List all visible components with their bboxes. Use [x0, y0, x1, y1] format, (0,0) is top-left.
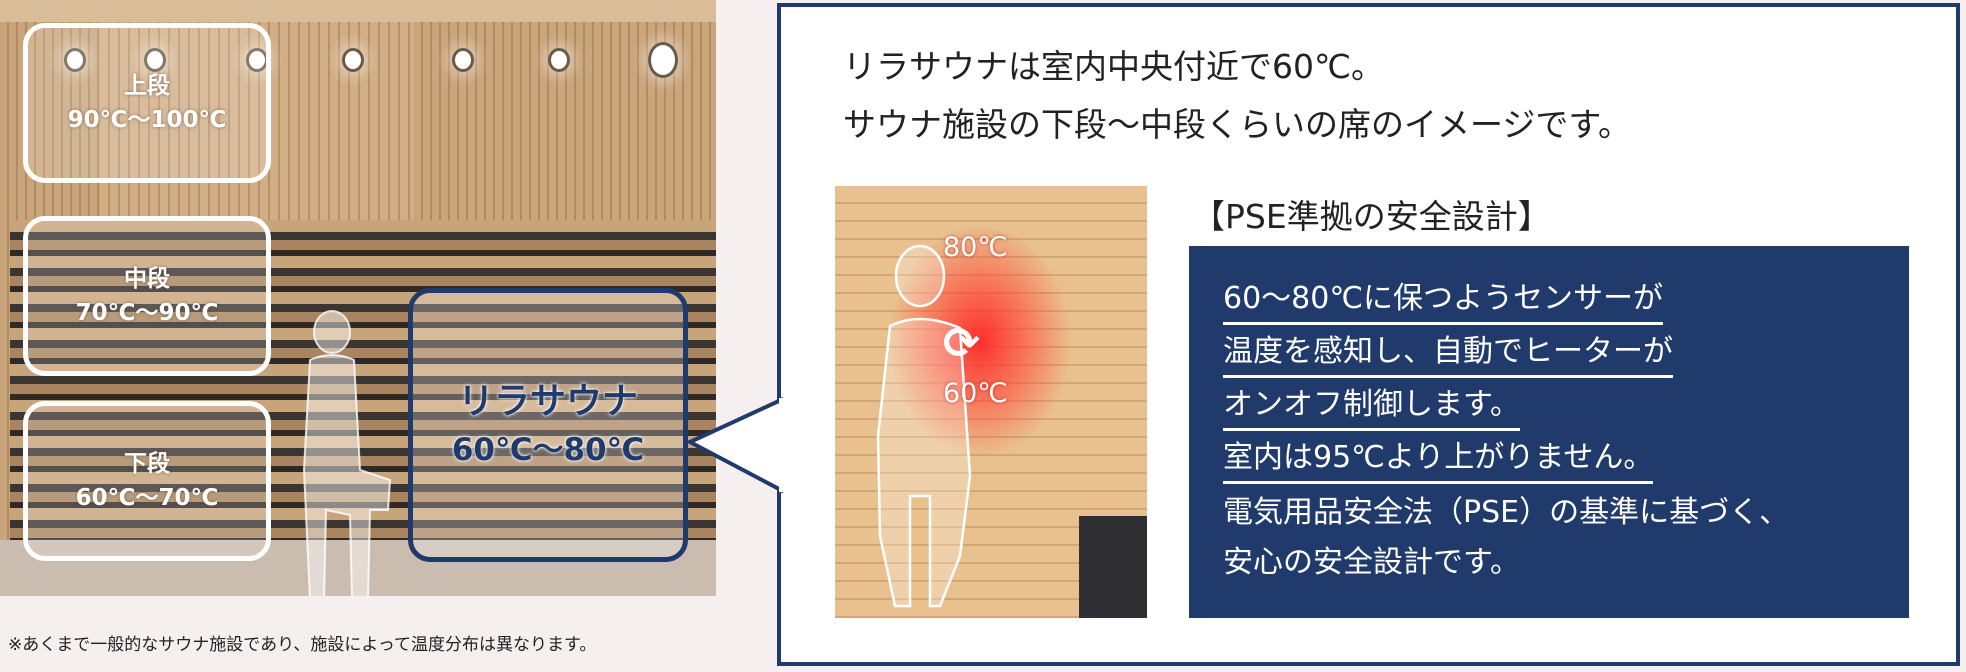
- lamp-icon: [64, 48, 86, 72]
- heater: [1079, 516, 1147, 618]
- seated-person-silhouette: [302, 310, 392, 596]
- zone-temp: 60℃～70℃: [75, 485, 219, 511]
- lamp-icon: [452, 48, 474, 72]
- zone-lower: 下段 60℃～70℃: [23, 401, 271, 561]
- zone-rira-sauna: リラサウナ 60℃～80℃: [408, 288, 688, 562]
- lamp-icon: [648, 42, 678, 78]
- floor: [0, 540, 716, 596]
- temp-high-label: 80℃: [943, 232, 1008, 263]
- ceiling: [0, 0, 716, 22]
- zone-label: 上段: [124, 73, 170, 99]
- zone-label: 中段: [124, 266, 170, 292]
- rira-temp: 60℃～80℃: [451, 432, 645, 468]
- lamp-icon: [548, 48, 570, 72]
- lead-text: リラサウナは室内中央付近で60℃。 サウナ施設の下段～中段くらいの席のイメージで…: [843, 38, 1631, 154]
- zone-temp: 70℃～90℃: [75, 300, 219, 326]
- zone-upper: 上段 90℃～100℃: [23, 23, 271, 183]
- compact-sauna-photo: 80℃ ⟳ 60℃: [835, 186, 1147, 618]
- temp-low-label: 60℃: [943, 378, 1008, 409]
- lead-line: サウナ施設の下段～中段くらいの席のイメージです。: [843, 105, 1632, 144]
- sauna-benches: [10, 220, 716, 550]
- person-outline: [876, 244, 972, 608]
- pse-line: オンオフ制御します。: [1223, 382, 1520, 431]
- zone-label: 下段: [124, 451, 170, 477]
- sauna-illustration: [0, 0, 716, 596]
- pse-line: 温度を感知し、自動でヒーターが: [1223, 329, 1673, 378]
- heat-glow: [890, 226, 1070, 456]
- pse-heading: 【PSE準拠の安全設計】: [1192, 197, 1551, 236]
- pse-line: 電気用品安全法（PSE）の基準に基づく、: [1223, 495, 1790, 530]
- zone-middle: 中段 70℃～90℃: [23, 216, 271, 376]
- lamp-icon: [342, 48, 364, 72]
- rira-label: リラサウナ: [457, 381, 638, 422]
- cycle-arrows-icon: ⟳: [943, 318, 980, 369]
- pse-line: 安心の安全設計です。: [1223, 545, 1520, 580]
- zone-temp: 90℃～100℃: [67, 107, 227, 133]
- pse-description-box: 60～80℃に保つようセンサーが 温度を感知し、自動でヒーターが オンオフ制御し…: [1189, 246, 1909, 618]
- lamp-icon: [144, 48, 166, 72]
- pse-line: 60～80℃に保つようセンサーが: [1223, 276, 1664, 325]
- pse-line: 室内は95℃より上がりません。: [1223, 435, 1654, 484]
- lead-line: リラサウナは室内中央付近で60℃。: [843, 47, 1385, 86]
- disclaimer-caption: ※あくまで一般的なサウナ施設であり、施設によって温度分布は異なります。: [8, 635, 597, 655]
